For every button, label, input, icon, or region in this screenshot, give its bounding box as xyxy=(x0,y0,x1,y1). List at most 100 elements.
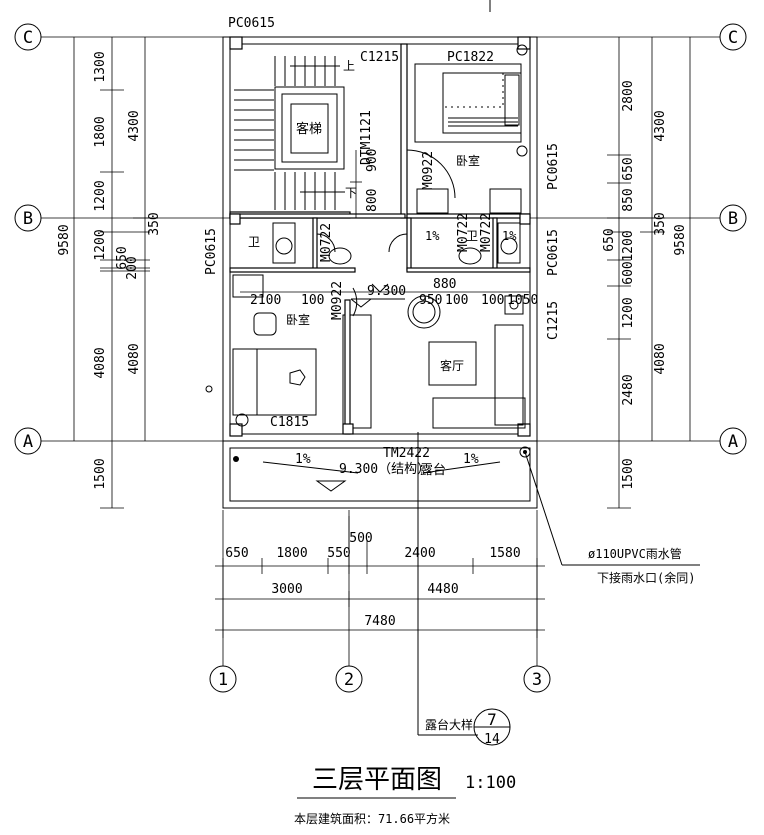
dim-text: 350 xyxy=(653,212,668,235)
dim-text: 4480 xyxy=(427,582,458,597)
interior-dims: 900 800 2100 100 950 100 100 1050 880 xyxy=(240,149,538,308)
door-label: DTM1121 xyxy=(359,110,374,165)
bedroom-left-label: 卧室 xyxy=(286,312,310,327)
window-label: C1215 xyxy=(360,50,399,65)
axis-bubble-left-c: C xyxy=(14,23,230,51)
dim-text: 850 xyxy=(621,188,636,211)
floor-elevation-text: 9.300 xyxy=(367,284,406,299)
axis-bubble-left-a: A xyxy=(14,427,230,455)
bottom-dimension-chain: 650 1800 550 500 2400 1580 3000 4480 748… xyxy=(215,516,545,638)
window-label: PC0615 xyxy=(546,229,561,276)
pipe-note-line1: ø110UPVC雨水管 xyxy=(588,546,682,561)
title-main: 三层平面图 xyxy=(312,765,442,795)
detail-label: 露台大样 xyxy=(425,717,473,732)
dim-text: 650 xyxy=(602,228,617,251)
dim-text: 1200 xyxy=(621,230,636,261)
dim-text: 9580 xyxy=(57,224,72,255)
drawing-title: 三层平面图 1:100 本层建筑面积：71.66平方米 xyxy=(294,765,516,826)
dim-text: 100 xyxy=(445,293,468,308)
dim-text: 4300 xyxy=(653,110,668,141)
slope-label: 1% xyxy=(295,452,311,467)
dim-text: 9580 xyxy=(673,224,688,255)
terrace-elevation: 9.300（结构） xyxy=(339,462,430,477)
dim-text: 2800 xyxy=(621,80,636,111)
dim-text: 3000 xyxy=(271,582,302,597)
opening-labels: PC0615 C1215 PC1822 C1815 TM2422 PC0615 … xyxy=(204,16,561,461)
axis-label: 3 xyxy=(532,670,542,690)
dim-text: 7480 xyxy=(364,614,395,629)
dim-text: 1800 xyxy=(93,116,108,147)
axis-label: A xyxy=(728,432,738,452)
stair-label: 客梯 xyxy=(296,121,322,137)
stair-up-label: 上 xyxy=(343,59,355,73)
axis-bubble-right-c: C xyxy=(530,23,747,51)
window-label: PC1822 xyxy=(447,50,494,65)
terrace-label: 露台 xyxy=(420,463,446,478)
marker-circle xyxy=(205,385,213,393)
door-label: M0722 xyxy=(479,213,494,252)
bathroom-right: 卫 1% 1% xyxy=(425,222,521,265)
dim-text: 1050 xyxy=(507,293,538,308)
axis-label: A xyxy=(23,432,33,452)
dim-text: 950 xyxy=(419,293,442,308)
living-label: 客厅 xyxy=(440,358,464,373)
door-label: M0922 xyxy=(330,281,345,320)
dim-text: 4080 xyxy=(127,343,142,374)
door-label: M0722 xyxy=(319,223,334,262)
dim-text: 2400 xyxy=(404,546,435,561)
dim-text: 650 xyxy=(621,157,636,180)
axis-bubble-right-a: A xyxy=(530,427,747,455)
detail-callout: 露台大样 7 14 xyxy=(417,0,511,747)
stair-lift-block: 客梯 上 下 xyxy=(234,56,357,210)
bedroom-top: 卧室 xyxy=(414,44,528,214)
axis-label: C xyxy=(728,28,738,48)
bathroom-left: 卫 xyxy=(248,222,352,265)
axis-label: C xyxy=(23,28,33,48)
dim-text: 1200 xyxy=(93,229,108,260)
window-label: C1215 xyxy=(546,301,561,340)
dim-text: 600 xyxy=(621,261,636,284)
dim-text: 550 xyxy=(327,546,350,561)
dim-text: 1500 xyxy=(621,458,636,489)
bedroom-top-label: 卧室 xyxy=(456,153,480,168)
dim-text: 1580 xyxy=(489,546,520,561)
dim-text: 350 xyxy=(147,212,162,235)
dim-text: 1200 xyxy=(93,180,108,211)
dim-text: 1500 xyxy=(93,458,108,489)
pipe-note: ø110UPVC雨水管 下接雨水口(余同) xyxy=(524,451,700,585)
bath-left-label: 卫 xyxy=(248,235,260,249)
dim-text: 100 xyxy=(481,293,504,308)
window-label: C1815 xyxy=(270,415,309,430)
dim-text: 500 xyxy=(349,531,372,546)
slope-label: 1% xyxy=(463,452,479,467)
dim-text: 650 xyxy=(225,546,248,561)
door-label: M0922 xyxy=(421,151,436,190)
pipe-note-line2: 下接雨水口(余同) xyxy=(597,570,695,585)
title-area: 本层建筑面积：71.66平方米 xyxy=(294,811,450,826)
window-label: TM2422 xyxy=(383,446,430,461)
dim-text: 200 xyxy=(125,256,140,279)
window-label: PC0615 xyxy=(204,228,219,275)
door-label: M0722 xyxy=(456,213,471,252)
dim-text: 900 xyxy=(365,149,380,172)
dim-text: 2480 xyxy=(621,374,636,405)
dim-text: 1300 xyxy=(93,51,108,82)
dim-text: 4080 xyxy=(93,347,108,378)
dim-text: 2100 xyxy=(250,293,281,308)
axis-label: 2 xyxy=(344,670,354,690)
door-swings xyxy=(316,149,456,317)
dim-text: 4300 xyxy=(127,110,142,141)
right-dimension-chain: 2800 650 850 1200 600 1200 2480 1500 430… xyxy=(602,37,691,509)
slope-label: 1% xyxy=(502,229,517,243)
dim-text: 1800 xyxy=(276,546,307,561)
axis-label: 1 xyxy=(218,670,228,690)
dim-text: 1200 xyxy=(621,297,636,328)
bedroom-left: 卧室 xyxy=(232,274,317,427)
building-walls xyxy=(222,36,538,509)
axis-label: B xyxy=(23,209,33,229)
floor-elevation: 9.300 xyxy=(350,284,406,308)
living-room: 客厅 xyxy=(407,295,526,429)
dim-text: 650 xyxy=(115,246,130,269)
title-scale: 1:100 xyxy=(465,773,516,793)
